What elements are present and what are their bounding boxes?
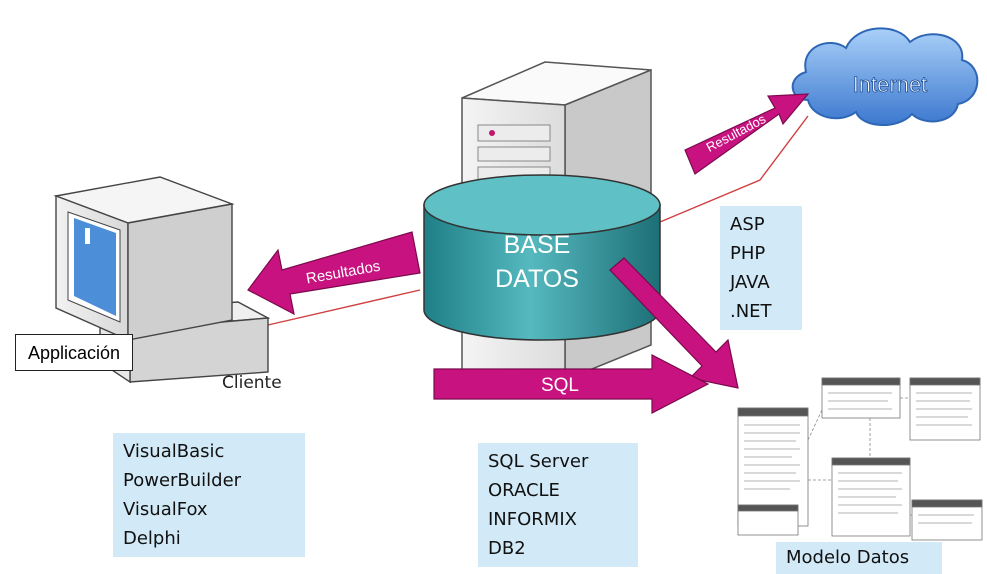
db-engine-item: ORACLE [488,480,560,501]
db-engine-item: SQL Server [488,451,589,472]
arrow-results-internet-label: Resultados [704,111,769,155]
web-tech-item: PHP [730,243,766,264]
arrow-db-to-model [609,257,739,389]
client-label: Cliente [222,373,282,393]
web-tech-list: ASP PHP JAVA .NET [720,206,802,330]
db-label-line1: BASE [504,231,571,259]
internet-label: Internet [853,72,928,97]
client-tool-item: VisualBasic [123,441,225,462]
database-cylinder [423,174,661,341]
arrow-results-to-internet [684,93,810,175]
web-tech-item: JAVA [730,272,770,293]
arrow-sql [433,354,710,414]
client-tool-item: VisualFox [123,499,208,520]
client-tool-item: PowerBuilder [123,470,242,491]
internet-cloud [791,27,979,127]
client-computer-icon [53,176,271,384]
app-label: Applicación [15,334,134,371]
arrow-results-to-client [247,231,421,316]
web-tech-item: .NET [730,301,772,322]
model-label: Modelo Datos [776,542,942,574]
db-engine-item: INFORMIX [488,509,577,530]
web-tech-item: ASP [730,214,765,235]
db-engine-item: DB2 [488,538,526,559]
db-engines-list: SQL Server ORACLE INFORMIX DB2 [478,443,638,567]
arrow-sql-label: SQL [541,375,579,396]
client-tool-item: Delphi [123,528,181,549]
connection-lines [267,115,809,326]
data-model-illustration [737,377,983,541]
db-label-line2: DATOS [495,265,579,293]
client-tools-list: VisualBasic PowerBuilder VisualFox Delph… [113,433,305,557]
